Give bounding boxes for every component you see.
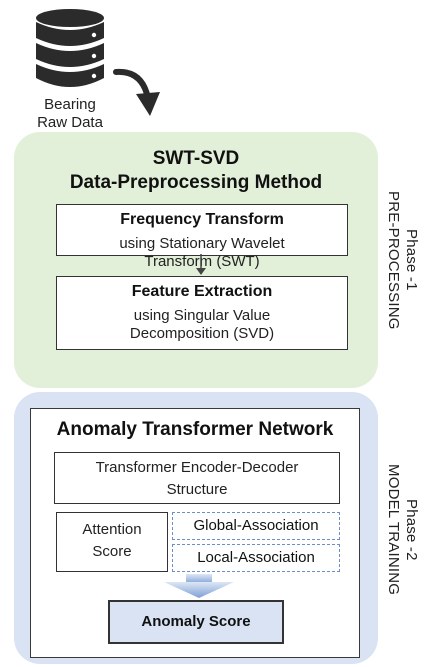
feature-extraction-desc1: using Singular Value: [133, 307, 271, 324]
phase2-side-label-line2: MODEL TRAINING: [385, 464, 402, 596]
frequency-transform-desc1: using Stationary Wavelet: [119, 235, 285, 252]
phase1-side-label-line1: Phase -1: [403, 229, 420, 291]
input-label: Bearing Raw Data: [20, 96, 120, 132]
local-association-box: Local-Association: [172, 544, 340, 572]
input-label-line2: Raw Data: [37, 114, 103, 131]
frequency-transform-desc2: Transform (SWT): [144, 253, 260, 270]
down-arrow-icon: [196, 254, 206, 275]
gradient-arrow-icon: [164, 574, 234, 598]
database-icon: [36, 9, 104, 87]
phase1-title: SWT-SVD Data-Preprocessing Method: [14, 147, 378, 195]
local-association-label: Local-Association: [197, 549, 315, 566]
anomaly-score-label: Anomaly Score: [141, 613, 251, 630]
attention-score-line2: Score: [92, 543, 132, 560]
phase2-side-label: Phase -2 MODEL TRAINING: [380, 450, 420, 610]
transformer-structure-line2: Structure: [166, 481, 228, 498]
phase1-title-line1: SWT-SVD: [152, 148, 240, 169]
feature-extraction-title: Feature Extraction: [131, 283, 273, 300]
curved-arrow-icon: [113, 68, 160, 116]
phase1-side-label: Phase -1 PRE-PROCESSING: [380, 190, 420, 330]
transformer-structure-line1: Transformer Encoder-Decoder: [95, 459, 299, 476]
global-association-label: Global-Association: [193, 517, 319, 534]
phase2-title: Anomaly Transformer Network: [56, 419, 334, 440]
anomaly-score-box: Anomaly Score: [108, 600, 284, 644]
input-label-line1: Bearing: [44, 96, 96, 113]
phase1-title-line2: Data-Preprocessing Method: [69, 172, 323, 193]
feature-extraction-box: Feature Extraction using Singular Value …: [56, 276, 348, 350]
phase1-side-label-line2: PRE-PROCESSING: [385, 190, 402, 330]
global-association-box: Global-Association: [172, 512, 340, 540]
attention-score-box: Attention Score: [56, 512, 168, 572]
frequency-transform-box: Frequency Transform using Stationary Wav…: [56, 204, 348, 270]
feature-extraction-desc2: Decomposition (SVD): [129, 325, 275, 342]
attention-score-line1: Attention: [82, 521, 142, 538]
frequency-transform-title: Frequency Transform: [120, 211, 284, 228]
phase2-side-label-line1: Phase -2: [403, 499, 420, 561]
transformer-structure-box: Transformer Encoder-Decoder Structure: [54, 452, 340, 504]
